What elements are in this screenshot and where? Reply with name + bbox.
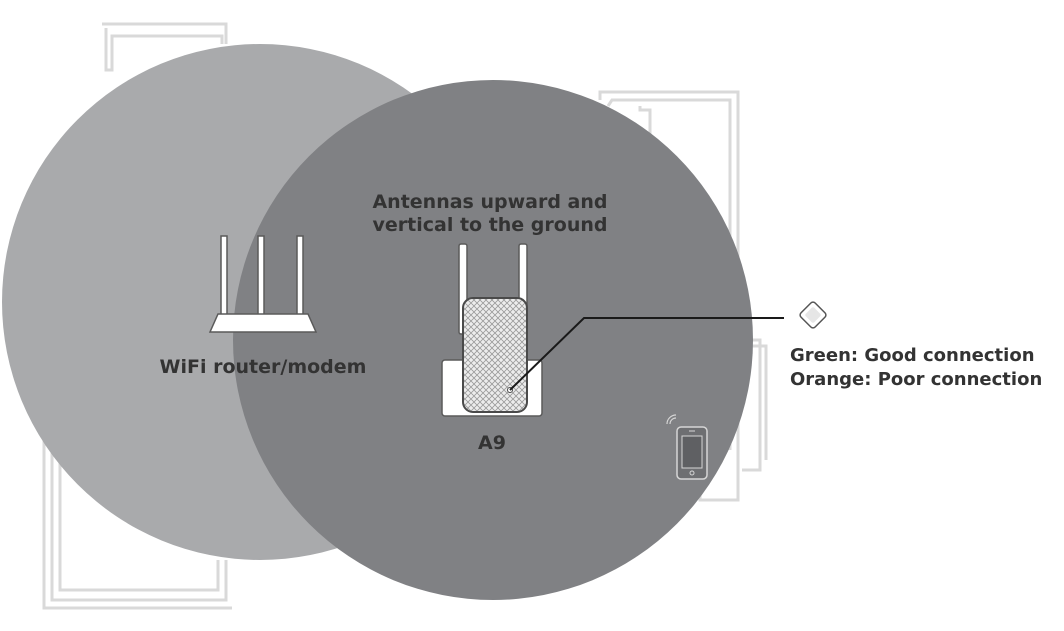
legend-green: Green: Good connection	[790, 345, 1035, 366]
led-leader-line	[509, 317, 784, 391]
router-label: WiFi router/modem	[160, 356, 367, 378]
legend-orange: Orange: Poor connection	[790, 369, 1042, 390]
antenna-caption-line-1: Antennas upward and	[372, 191, 607, 213]
router-icon	[208, 235, 318, 333]
extender-label: A9	[478, 432, 506, 454]
smartphone-wifi-icon	[666, 414, 708, 480]
antenna-caption-line-2: vertical to the ground	[373, 214, 608, 236]
led-diamond-icon	[799, 301, 827, 329]
range-extender-icon	[441, 243, 543, 417]
